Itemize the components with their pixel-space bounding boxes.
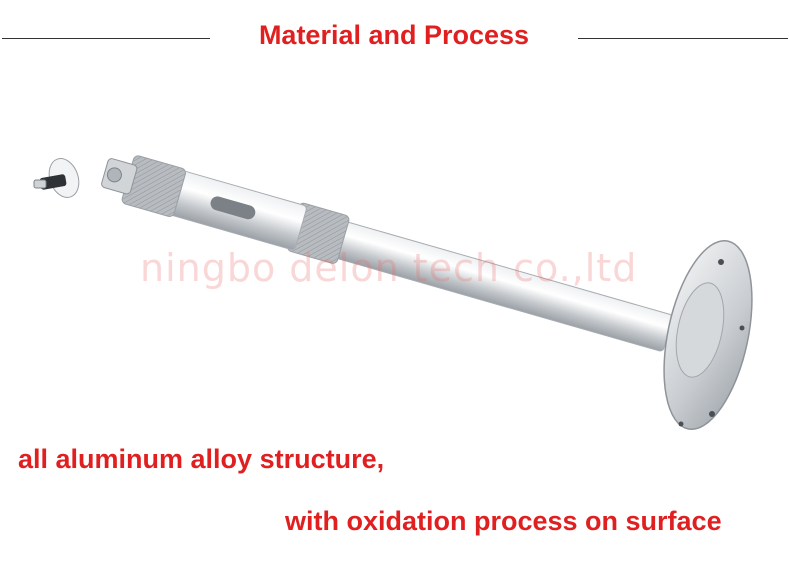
watermark-text: ningbo delon tech co.,ltd <box>140 246 638 290</box>
ceiling-plate <box>663 239 753 431</box>
mount-head <box>33 158 80 198</box>
caption-line-1: all aluminum alloy structure, <box>18 444 385 474</box>
caption-line-2: with oxidation process on surface <box>285 506 722 536</box>
header-rule-right <box>578 38 788 39</box>
header-rule-left <box>2 38 210 39</box>
section-title: Material and Process <box>258 20 530 50</box>
